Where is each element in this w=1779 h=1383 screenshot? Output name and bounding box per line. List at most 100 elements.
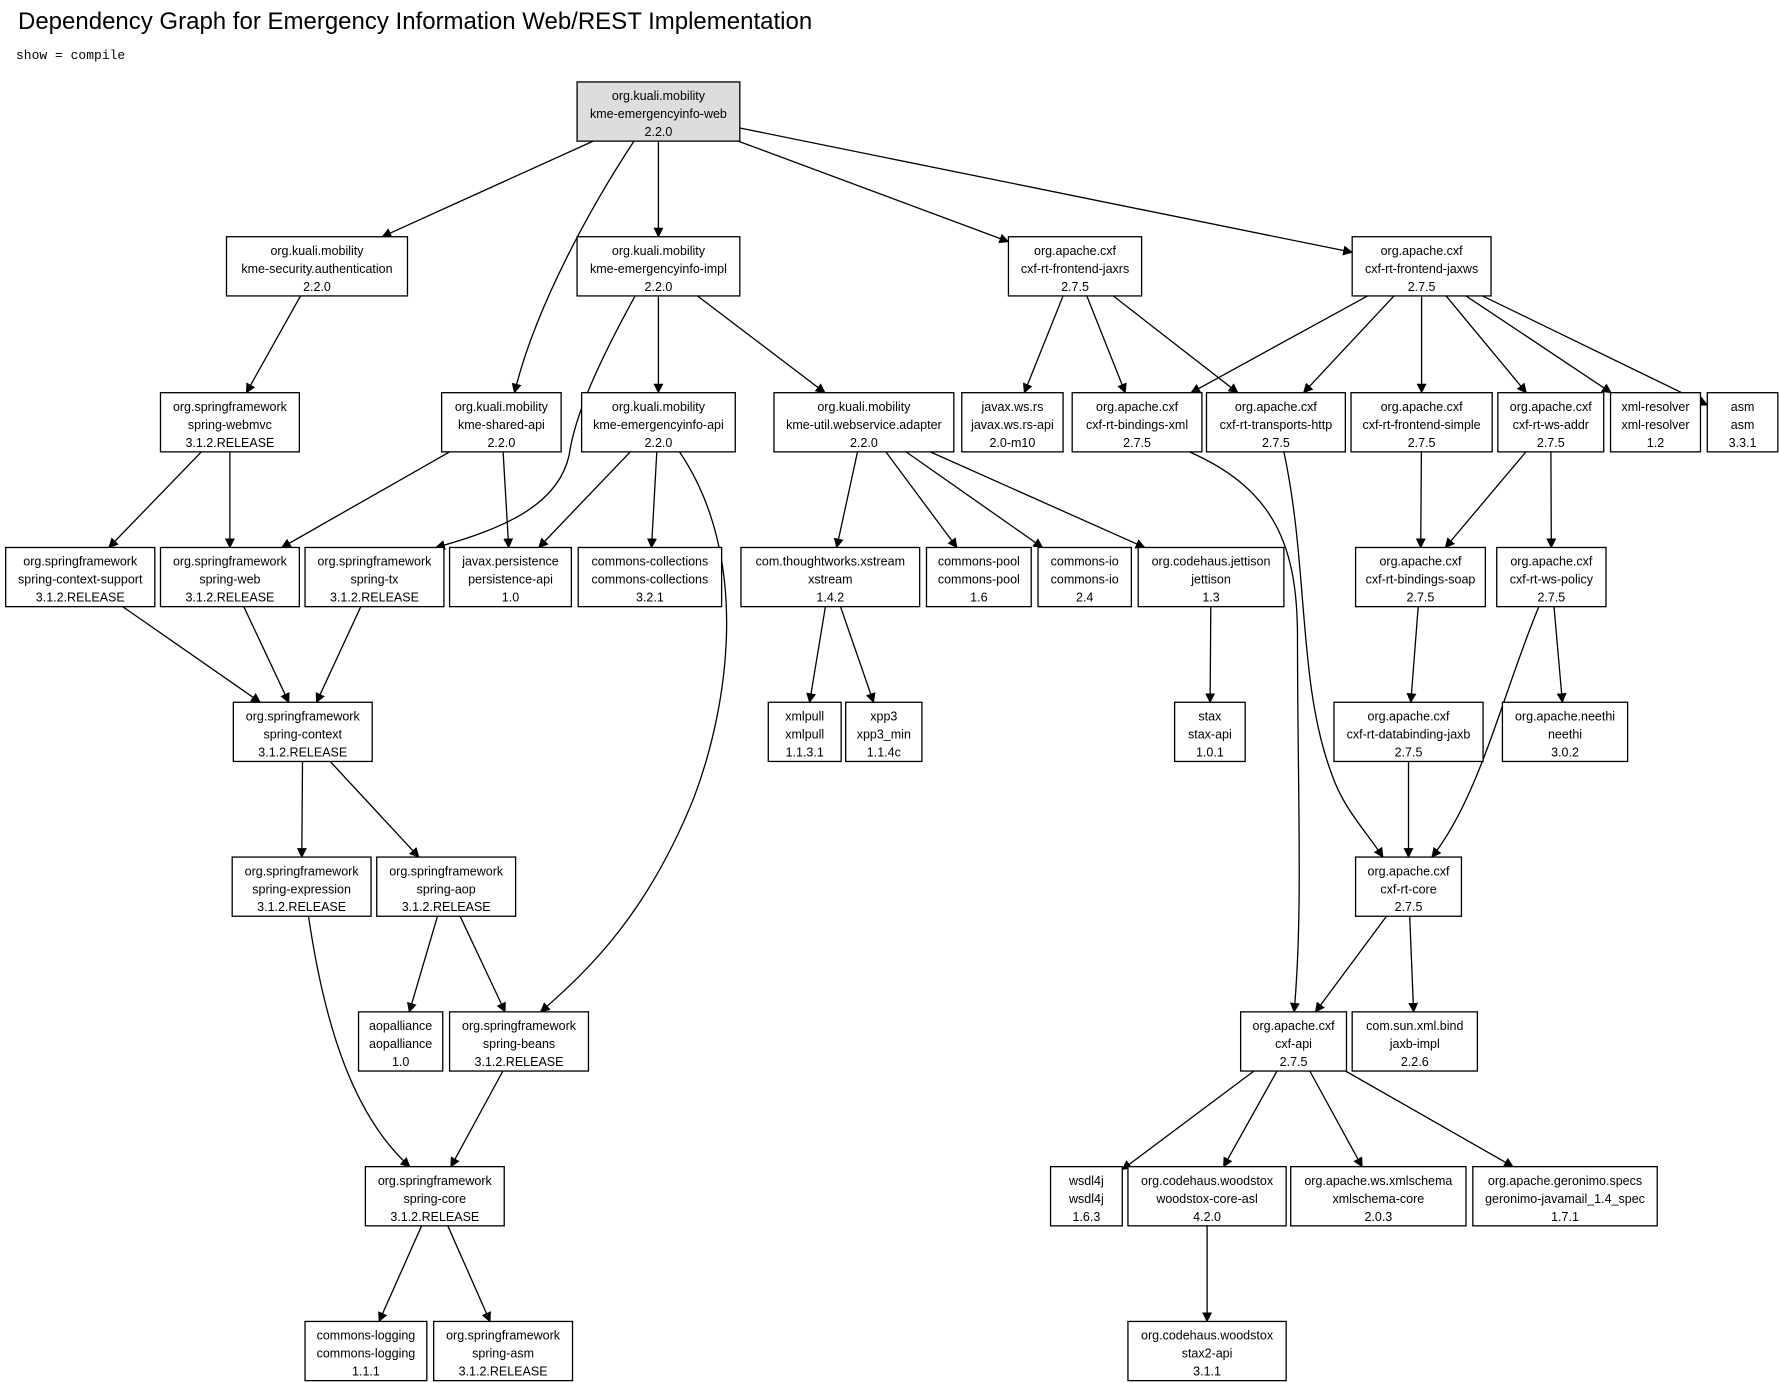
node-artifact-id: asm (1731, 418, 1755, 432)
node-artifact-id: stax2-api (1182, 1347, 1233, 1361)
node-group-id: org.springframework (462, 1019, 577, 1033)
node-box (433, 1320, 574, 1382)
edge-cxf-rt-ws-addr-to-cxf-rt-bindings-soap (1444, 451, 1527, 549)
node-box (1609, 392, 1702, 453)
node-artifact-id: cxf-rt-ws-addr (1513, 418, 1589, 432)
node-version: 2.7.5 (1537, 591, 1565, 605)
node-artifact-id: commons-io (1051, 573, 1119, 587)
node-group-id: org.apache.cxf (1379, 555, 1462, 569)
node-group-id: org.springframework (23, 555, 138, 569)
node-version: 2.2.0 (645, 125, 673, 139)
node-version: 2.2.0 (850, 436, 878, 450)
node-spring-beans: org.springframework spring-beans 3.1.2.REL… (448, 1011, 590, 1072)
node-version: 2.2.0 (645, 280, 673, 294)
node-cxf-rt-transports-http: org.apache.cxfcxf-rt-transports-http2.7.… (1205, 392, 1346, 453)
node-artifact-id: kme-emergencyinfo-impl (590, 262, 727, 276)
node-artifact-id: cxf-rt-frontend-jaxrs (1021, 262, 1129, 276)
node-artifact-id: stax-api (1188, 727, 1232, 741)
node-version: 2.2.0 (645, 436, 673, 450)
node-box (576, 236, 741, 297)
node-group-id: org.kuali.mobility (270, 244, 364, 258)
node-version: 3.1.2.RELEASE (475, 1055, 564, 1069)
node-group-id: javax.ws.rs (981, 400, 1044, 414)
node-artifact-id: jettison (1190, 573, 1231, 587)
node-group-id: org.apache.neethi (1515, 709, 1615, 723)
node-box (1037, 546, 1133, 608)
node-group-id: org.springframework (317, 555, 432, 569)
node-group-id: org.springframework (378, 1174, 493, 1188)
edge-kme-emergencyinfo-web-to-cxf-rt-frontend-jaxws (739, 127, 1354, 256)
node-spring-webmvc: org.springframework spring-webmvc 3.1.2.RE… (159, 392, 300, 453)
node-group-id: javax.persistence (461, 555, 559, 569)
node-spring-aop: org.springframeworkspring-aop3.1.2.RELEA… (376, 856, 517, 917)
node-artifact-id: geronimo-javamail_1.4_spec (1485, 1192, 1645, 1206)
node-box (767, 701, 842, 763)
node-box (577, 546, 723, 608)
edge-spring-context-to-spring-aop (329, 761, 420, 858)
node-artifact-id: xpp3_min (857, 727, 911, 741)
edge-kme-util-webservice-adapter-to-commons-io (905, 451, 1044, 549)
node-version: 1.0 (392, 1055, 409, 1069)
node-group-id: org.apache.cxf (1368, 864, 1451, 878)
node-version: 3.1.2.RELEASE (36, 591, 125, 605)
node-version: 2.7.5 (1537, 436, 1565, 450)
node-spring-asm: org.springframeworkspring-asm3.1.2.RELEA… (433, 1320, 574, 1382)
node-woodstox-core-asl: org.codehaus.woodstoxwoodstox-core-asl4.… (1127, 1166, 1287, 1227)
node-group-id: org.springframework (173, 400, 288, 414)
node-cxf-rt-frontend-simple: org.apache.cxfcxf-rt-frontend-simple2.7.… (1350, 392, 1493, 453)
node-group-id: org.kuali.mobility (612, 400, 706, 414)
node-box (845, 701, 923, 763)
node-group-id: wsdl4j (1068, 1174, 1104, 1188)
node-box (357, 1011, 444, 1072)
node-group-id: xmlpull (785, 709, 824, 723)
node-version: 2.7.5 (1395, 745, 1423, 759)
node-version: 2.7.5 (1280, 1055, 1308, 1069)
node-commons-collections: commons-collectionscommons-collections3.… (577, 546, 723, 608)
edge-kme-emergencyinfo-api-to-commons-collections (647, 451, 658, 549)
node-artifact-id: spring-webmvc (188, 418, 272, 432)
node-version: 1.1.1 (352, 1365, 380, 1379)
node-version: 1.1.4c (867, 745, 901, 759)
node-group-id: aopalliance (369, 1019, 432, 1033)
edge-spring-context-support-to-spring-context (122, 606, 262, 703)
node-version: 3.3.1 (1729, 436, 1757, 450)
edge-kme-util-webservice-adapter-to-xstream (833, 451, 859, 549)
node-kme-emergencyinfo-web: org.kuali.mobilitykme-emergencyinfo-web2… (576, 81, 741, 142)
node-group-id: org.codehaus.woodstox (1141, 1329, 1274, 1343)
edge-spring-context-to-spring-expression (296, 761, 307, 859)
node-box (1127, 1320, 1287, 1382)
edge-kme-util-webservice-adapter-to-commons-pool (885, 451, 958, 549)
node-artifact-id: aopalliance (369, 1037, 432, 1051)
node-group-id: commons-pool (938, 555, 1020, 569)
node-version: 3.1.2.RELEASE (185, 591, 274, 605)
node-artifact-id: spring-beans (483, 1037, 555, 1051)
edge-spring-tx-to-spring-context (315, 606, 362, 704)
node-box (440, 392, 562, 453)
edge-spring-beans-to-spring-core (450, 1070, 504, 1168)
node-version: 1.6.3 (1073, 1210, 1101, 1224)
node-artifact-id: cxf-rt-frontend-simple (1363, 418, 1481, 432)
edge-kme-emergencyinfo-impl-to-kme-util-webservice-adapter (697, 295, 826, 394)
node-version: 2.4 (1076, 591, 1093, 605)
edge-cxf-api-to-xmlschema-core (1309, 1070, 1363, 1168)
node-artifact-id: woodstox-core-asl (1155, 1192, 1257, 1206)
node-kme-util-webservice-adapter: org.kuali.mobilitykme-util.webservice.ad… (773, 392, 955, 453)
node-version: 3.1.2.RELEASE (390, 1210, 479, 1224)
node-group-id: org.apache.geronimo.specs (1488, 1174, 1642, 1188)
node-group-id: org.kuali.mobility (612, 244, 706, 258)
node-box (304, 546, 445, 608)
node-box (232, 701, 373, 763)
node-box (1351, 236, 1492, 297)
node-version: 3.1.2.RELEASE (185, 436, 274, 450)
node-artifact-id: cxf-rt-transports-http (1220, 418, 1333, 432)
node-version: 2.7.5 (1407, 591, 1435, 605)
node-box (1127, 1166, 1287, 1227)
node-version: 3.1.2.RELEASE (459, 1365, 548, 1379)
node-group-id: org.kuali.mobility (612, 89, 706, 103)
node-box (1496, 546, 1607, 608)
node-artifact-id: cxf-rt-ws-policy (1510, 573, 1594, 587)
